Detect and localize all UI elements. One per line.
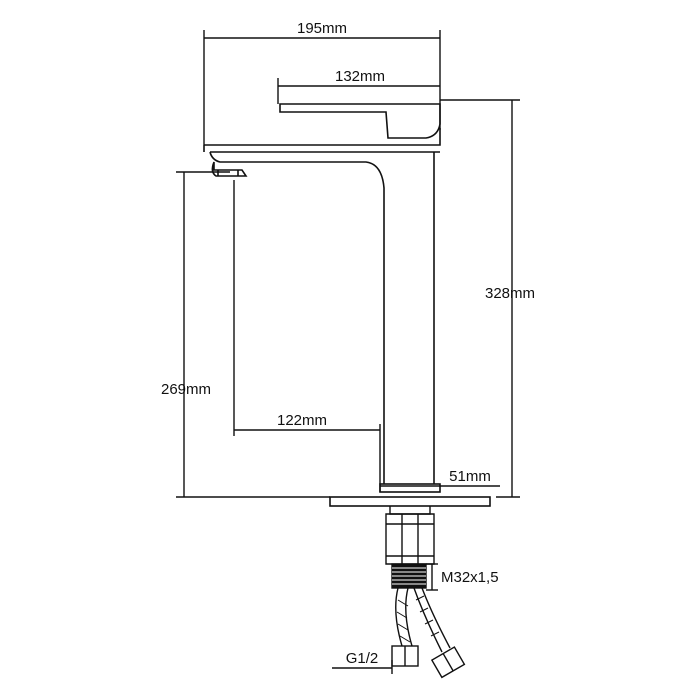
dimension-total-height xyxy=(440,99,520,498)
handle-lever xyxy=(279,103,441,139)
label-hose-thread: G1/2 xyxy=(346,650,379,667)
threaded-connector xyxy=(385,506,438,591)
cartridge-housing xyxy=(204,128,441,146)
hose-left xyxy=(395,587,403,647)
aerator xyxy=(211,161,248,177)
label-body-width: 51mm xyxy=(449,468,491,485)
dimension-spout-reach xyxy=(233,180,380,436)
label-overall-width: 195mm xyxy=(297,20,347,37)
dimension-spout-height xyxy=(176,171,330,498)
label-spout-reach: 122mm xyxy=(277,412,327,429)
spout xyxy=(209,151,385,484)
label-spout-height: 269mm xyxy=(161,381,211,398)
body-collar xyxy=(379,483,441,493)
base-plate xyxy=(329,496,491,507)
label-total-height: 328mm xyxy=(485,285,535,302)
dimension-overall-width xyxy=(203,30,441,145)
faucet-body xyxy=(203,103,491,507)
dimension-handle-length xyxy=(277,78,440,104)
hose-right xyxy=(413,587,443,653)
label-handle-length: 132mm xyxy=(335,68,385,85)
label-thread-size: M32x1,5 xyxy=(441,569,499,586)
flexible-hoses xyxy=(332,587,466,679)
